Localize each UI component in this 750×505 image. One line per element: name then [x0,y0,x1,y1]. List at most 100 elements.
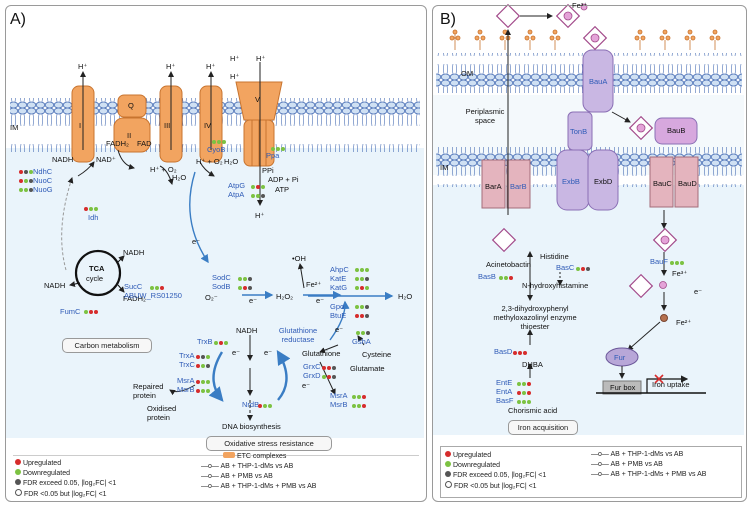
complex-i-label: I [79,121,82,130]
protein-baua: BauA [589,77,608,86]
expression-dot [362,404,366,408]
expression-dot [581,267,585,271]
expression-dot [518,351,522,355]
adp-label: ADP + Pi [268,175,299,184]
baub-protein [654,117,698,145]
protein-fur: Fur [614,353,626,362]
gene-msrb1: MsrB [177,385,195,394]
complex-ii [113,117,151,153]
expression-dot [150,286,154,290]
expression-dot [355,305,359,309]
legend-etc: ETC complexes [236,453,287,460]
expression-dot [365,268,369,272]
e-left: e⁻ [232,348,241,357]
expression-dot [523,351,527,355]
gene-nuog: NuoG [33,185,53,194]
expression-dot [84,207,88,211]
gene-msra2: MsrA [330,391,348,400]
legend-c1-a: AB + THP-1-dMs vs AB [220,463,294,470]
proton-4: H⁺ [230,54,240,63]
repaired-protein: Repaired protein [133,382,164,400]
iron-uptake-label: Iron uptake [652,380,690,389]
expression-dot [322,375,326,379]
expression-dot [362,395,366,399]
fadh2-tca: FADH₂ [123,294,146,303]
gene-kate: KatE [330,274,347,283]
expression-dot [196,389,200,393]
protein-exbb: ExbB [562,177,580,186]
panel-b-letter: B) [440,11,456,28]
bauc-protein [649,156,674,208]
expression-dot [222,140,226,144]
expression-dot [201,355,205,359]
gene-trxb: TrxB [197,337,213,346]
expression-dot [24,170,28,174]
gene-sodb: SodB [212,282,231,291]
protein-exbd: ExbD [594,177,613,186]
fe3-label: Fe³⁺ [672,269,688,278]
expression-dot [206,355,210,359]
atp-label: ATP [275,185,290,194]
chorismic-acid: Chorismic acid [508,406,558,415]
expression-dot [19,179,23,183]
gene-trxc: TrxC [179,360,195,369]
nadh-label: NADH [52,155,74,164]
expression-dot [89,207,93,211]
gene-succ: SucC [124,282,143,291]
expression-dot [357,395,361,399]
complex-ii-label: II [127,131,132,140]
cycle-label: cycle [86,274,104,283]
expression-dot [214,341,218,345]
gene-cyob: CyoB [207,145,226,154]
bara-protein [481,159,506,209]
proton-1: H⁺ [78,62,88,71]
complex-v-head [235,81,283,121]
exbd-protein [587,149,619,211]
periplasmic-space: Periplasmic space [465,107,505,125]
fadh2-label: FADH₂ [106,139,129,148]
proton-3: H⁺ [206,62,216,71]
expression-dot [19,170,23,174]
tca-cycle-ring [74,249,122,297]
expression-dot [243,286,247,290]
gene-gsha: GshA [352,337,371,346]
gene-basb: BasB [478,272,496,281]
legend-a: Upregulated Downregulated FDR exceed 0.0… [13,452,419,498]
expression-dot [84,310,88,314]
complex-iv-label: IV [204,121,212,130]
e-right: e⁻ [264,348,273,357]
expression-dot [281,147,285,151]
expression-dot [327,366,331,370]
gene-abuw: ABUW_RS01250 [124,291,182,300]
complex-q [117,94,147,118]
expression-dot [675,261,679,265]
legend-fdr-b: FDR exceed 0.05, |log₂FC| <1 [452,472,547,479]
expression-dot [355,268,359,272]
expression-dot [201,364,205,368]
expression-dot [94,310,98,314]
glutamate-label: Glutamate [350,364,385,373]
gene-ndhc: NdhC [33,167,53,176]
expression-dot [29,179,33,183]
expression-dot [365,277,369,281]
gene-nrdb: NrdB [242,400,260,409]
h2o-final: H₂O [398,292,413,301]
fad-label: FAD [137,139,152,148]
expression-dot [276,147,280,151]
oxidative-stress-box: Oxidative stress resistance [206,436,332,451]
gene-trxa: TrxA [179,351,195,360]
e-label-4: e⁻ [335,325,344,334]
expression-dot [201,380,205,384]
gene-ppa: Ppa [266,151,280,160]
expression-dot [576,267,580,271]
expression-dot [670,261,674,265]
expression-dot [352,404,356,408]
dna-biosynthesis: DNA biosynthesis [222,422,281,431]
gene-enta: EntA [496,387,513,396]
expression-dot [499,276,503,280]
legend-up-a: Upregulated [22,460,62,467]
iron-atoms [563,3,670,289]
expression-dot [206,364,210,368]
e-glutathione: e⁻ [302,381,311,390]
